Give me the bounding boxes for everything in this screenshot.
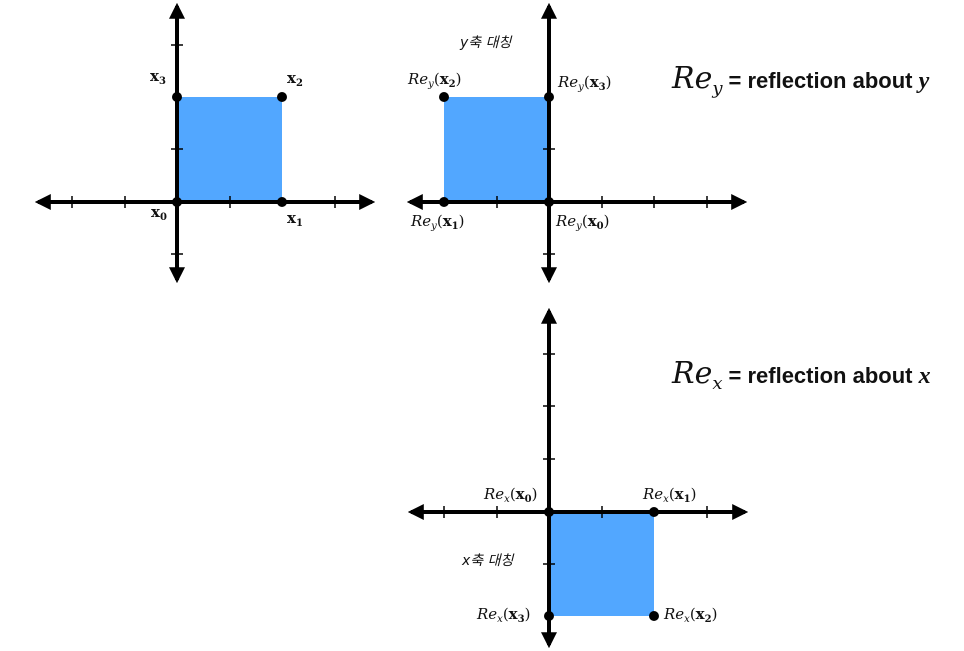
point-x2 <box>277 92 287 102</box>
label-rex-x3: Rex(x3) <box>476 605 530 625</box>
point-rey-x3 <box>544 92 554 102</box>
point-rey-x1 <box>439 197 449 207</box>
point-x3 <box>172 92 182 102</box>
label-rey-x1: Rey(x1) <box>410 212 464 232</box>
panel-reflect-x: x축 대칭 Rex(x0) Rex(x1) Rex(x3) Rex(x2) Re… <box>407 307 931 649</box>
panel-original: x0 x1 x2 x3 <box>34 2 376 284</box>
point-x1 <box>277 197 287 207</box>
point-rey-x0 <box>544 197 554 207</box>
label-rex-x0: Rex(x0) <box>483 485 537 505</box>
label-x2: x2 <box>287 69 303 89</box>
reflect-x-note: x축 대칭 <box>461 553 514 569</box>
label-rex-x2: Rex(x2) <box>663 605 717 625</box>
point-rex-x2 <box>649 611 659 621</box>
reflect-x-square <box>549 512 654 616</box>
label-x1: x1 <box>287 209 303 229</box>
label-x0: x0 <box>151 203 167 223</box>
original-square <box>177 97 282 202</box>
point-rex-x3 <box>544 611 554 621</box>
label-rey-x0: Rey(x0) <box>555 212 609 232</box>
reflect-x-title: Rex= reflection about x <box>671 356 931 394</box>
original-ticks <box>71 44 336 255</box>
reflect-y-ticks <box>496 148 708 255</box>
point-rex-x1 <box>649 507 659 517</box>
point-rex-x0 <box>544 507 554 517</box>
reflect-y-title: Rey= reflection about y <box>671 61 930 99</box>
reflect-y-square <box>444 97 549 202</box>
reflect-x-ticks <box>443 353 708 565</box>
label-rex-x1: Rex(x1) <box>642 485 696 505</box>
point-x0 <box>172 197 182 207</box>
panel-reflect-y: y축 대칭 Rey(x2) Rey(x3) Rey(x1) Rey(x0) Re… <box>406 2 930 284</box>
point-rey-x2 <box>439 92 449 102</box>
reflect-y-note: y축 대칭 <box>459 35 512 51</box>
label-rey-x3: Rey(x3) <box>557 73 611 93</box>
label-rey-x2: Rey(x2) <box>407 70 461 90</box>
label-x3: x3 <box>150 67 166 87</box>
